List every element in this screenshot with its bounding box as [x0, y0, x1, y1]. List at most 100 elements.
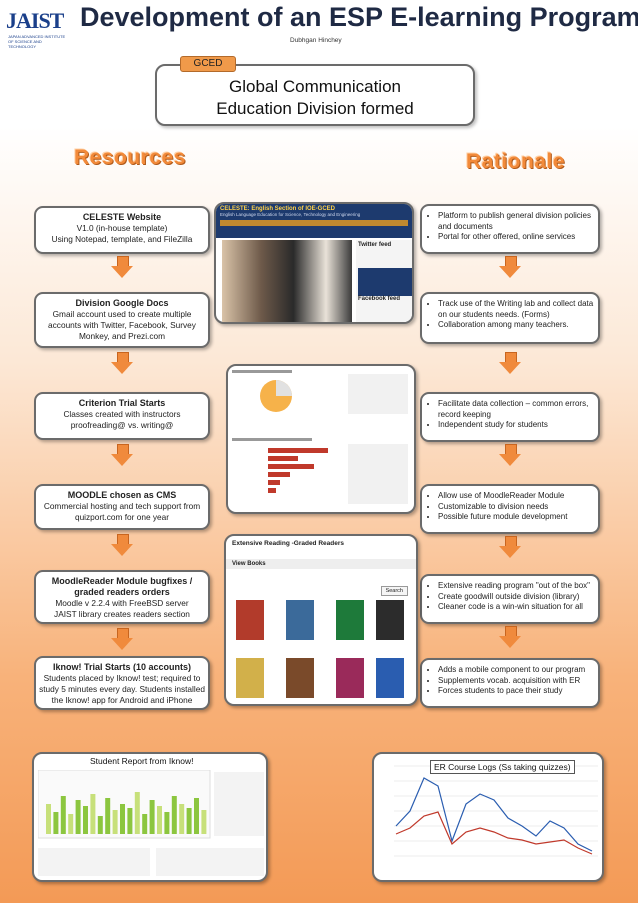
- resource-line: quizport.com for one year: [74, 512, 170, 522]
- er-line-chart: [394, 765, 598, 857]
- study-bar: [171, 796, 177, 834]
- logo-mark: JAIST: [6, 8, 64, 33]
- study-bar: [179, 804, 185, 834]
- resource-line: Commercial hosting and tech support from: [43, 501, 201, 511]
- resource-line: Students placed by Iknow! test; required…: [43, 673, 201, 683]
- bar-item: [268, 472, 290, 477]
- study-bar: [142, 814, 148, 834]
- study-bar: [186, 808, 192, 834]
- down-arrow-icon: [111, 352, 133, 374]
- readers-title: Extensive Reading -Graded Readers: [232, 540, 344, 547]
- down-arrow-icon: [111, 256, 133, 278]
- resource-line: Moodle v 2.2.4 with FreeBSD server: [55, 598, 189, 608]
- rationale-box-3: Facilitate data collection – common erro…: [420, 392, 600, 442]
- resource-line: study 5 minutes every day. Students inst…: [39, 684, 205, 694]
- book-cover: [336, 658, 364, 698]
- author: Dubhgan Hinchey: [290, 37, 342, 44]
- resource-title: MoodleReader Module bugfixes / graded re…: [51, 576, 193, 597]
- book-cover: [376, 600, 404, 640]
- graded-readers-screenshot: Extensive Reading -Graded Readers View B…: [224, 534, 418, 706]
- rationale-box-1: Platform to publish general division pol…: [420, 204, 600, 254]
- rationale-item: Track use of the Writing lab and collect…: [438, 299, 594, 320]
- resource-box-iknow: Iknow! Trial Starts (10 accounts) Studen…: [34, 656, 210, 710]
- down-arrow-icon: [499, 626, 521, 648]
- study-bar: [105, 798, 111, 834]
- rationale-item: Customizable to division needs: [438, 502, 594, 513]
- jaist-logo: JAIST JAPAN ADVANCED INSTITUTE OF SCIENC…: [6, 8, 70, 49]
- social-feeds: Twitter feed Facebook feed: [356, 240, 412, 322]
- rationale-heading: Rationale: [466, 150, 566, 173]
- rationale-item: Forces students to pace their study: [438, 686, 594, 697]
- resource-box-google-docs: Division Google Docs Gmail account used …: [34, 292, 210, 348]
- series-line-blue: [395, 777, 593, 852]
- study-bar: [68, 814, 74, 834]
- bar-item: [268, 456, 298, 461]
- er-course-logs-chart: ER Course Logs (Ss taking quizzes): [372, 752, 604, 882]
- study-bar: [194, 798, 199, 834]
- rationale-item: Possible future module development: [438, 512, 594, 523]
- down-arrow-icon: [499, 444, 521, 466]
- resource-title: Iknow! Trial Starts (10 accounts): [52, 662, 192, 672]
- facebook-feed-label: Facebook feed: [358, 296, 401, 302]
- study-bar: [157, 806, 162, 834]
- rationale-item: Supplements vocab. acquisition with ER: [438, 676, 594, 687]
- study-bar: [75, 800, 81, 834]
- bar-item: [268, 464, 314, 469]
- resource-line: accounts with Twitter, Facebook, Survey: [48, 320, 196, 330]
- report-question-line: [232, 438, 312, 441]
- view-books-label: View Books: [226, 559, 416, 569]
- down-arrow-icon: [111, 628, 133, 650]
- google-forms-report-screenshot: [226, 364, 416, 514]
- down-arrow-icon: [111, 534, 133, 556]
- division-box: Global Communication Education Division …: [155, 64, 475, 126]
- resource-title: CELESTE Website: [82, 212, 162, 222]
- division-line2: Education Division formed: [216, 99, 414, 118]
- resource-box-moodle: MOODLE chosen as CMS Commercial hosting …: [34, 484, 210, 530]
- iknow-caption: Student Report from Iknow!: [90, 756, 194, 766]
- resource-line: V1.0 (in-house template): [76, 223, 168, 233]
- resource-title: Criterion Trial Starts: [78, 398, 166, 408]
- book-cover: [376, 658, 404, 698]
- rationale-item: Cleaner code is a win-win situation for …: [438, 602, 594, 613]
- gced-tag: GCED: [180, 56, 236, 72]
- study-bar: [60, 796, 66, 834]
- book-cover: [236, 658, 264, 698]
- logo-subtitle: JAPAN ADVANCED INSTITUTE OF SCIENCE AND …: [8, 34, 66, 49]
- rationale-box-6: Adds a mobile component to our programSu…: [420, 658, 600, 708]
- resource-line: Using Notepad, template, and FileZilla: [51, 234, 193, 244]
- book-cover: [286, 600, 314, 640]
- study-bar: [90, 794, 96, 834]
- pie-legend-table: [348, 374, 408, 414]
- er-caption: ER Course Logs (Ss taking quizzes): [430, 760, 575, 774]
- celeste-banner: CELESTE: English Section of IOE-GCED Eng…: [216, 204, 412, 238]
- study-bar: [53, 812, 59, 834]
- iknow-report-screenshot: Student Report from Iknow!: [32, 752, 268, 882]
- bar-item: [268, 480, 280, 485]
- division-line1: Global Communication: [229, 77, 401, 96]
- resource-box-criterion: Criterion Trial Starts Classes created w…: [34, 392, 210, 440]
- readers-search-button[interactable]: Search: [380, 586, 408, 596]
- resource-line: proofreading@ vs. writing@: [70, 420, 174, 430]
- iknow-study-chart: [38, 770, 264, 876]
- resource-line: Gmail account used to create multiple: [52, 309, 192, 319]
- resource-line: Monkey, and Prezi.com: [78, 331, 166, 341]
- forms-report-graphic: [232, 370, 408, 504]
- down-arrow-icon: [111, 444, 133, 466]
- stats-panel: [214, 772, 264, 836]
- study-bar: [112, 810, 118, 834]
- rationale-item: Adds a mobile component to our program: [438, 665, 594, 676]
- study-bar: [134, 792, 140, 834]
- down-arrow-icon: [499, 256, 521, 278]
- down-arrow-icon: [499, 536, 521, 558]
- down-arrow-icon: [499, 352, 521, 374]
- rationale-box-2: Track use of the Writing lab and collect…: [420, 292, 600, 344]
- study-bar: [149, 800, 155, 834]
- pie-slice: [276, 380, 292, 396]
- book-cover: [286, 658, 314, 698]
- rationale-item: Collaboration among many teachers.: [438, 320, 594, 331]
- total-progress-panel: [38, 848, 150, 876]
- celeste-website-screenshot: CELESTE: English Section of IOE-GCED Eng…: [214, 202, 414, 324]
- book-cover: [236, 600, 264, 640]
- resource-title: MOODLE chosen as CMS: [67, 490, 177, 500]
- celeste-nav-bar: [220, 220, 408, 226]
